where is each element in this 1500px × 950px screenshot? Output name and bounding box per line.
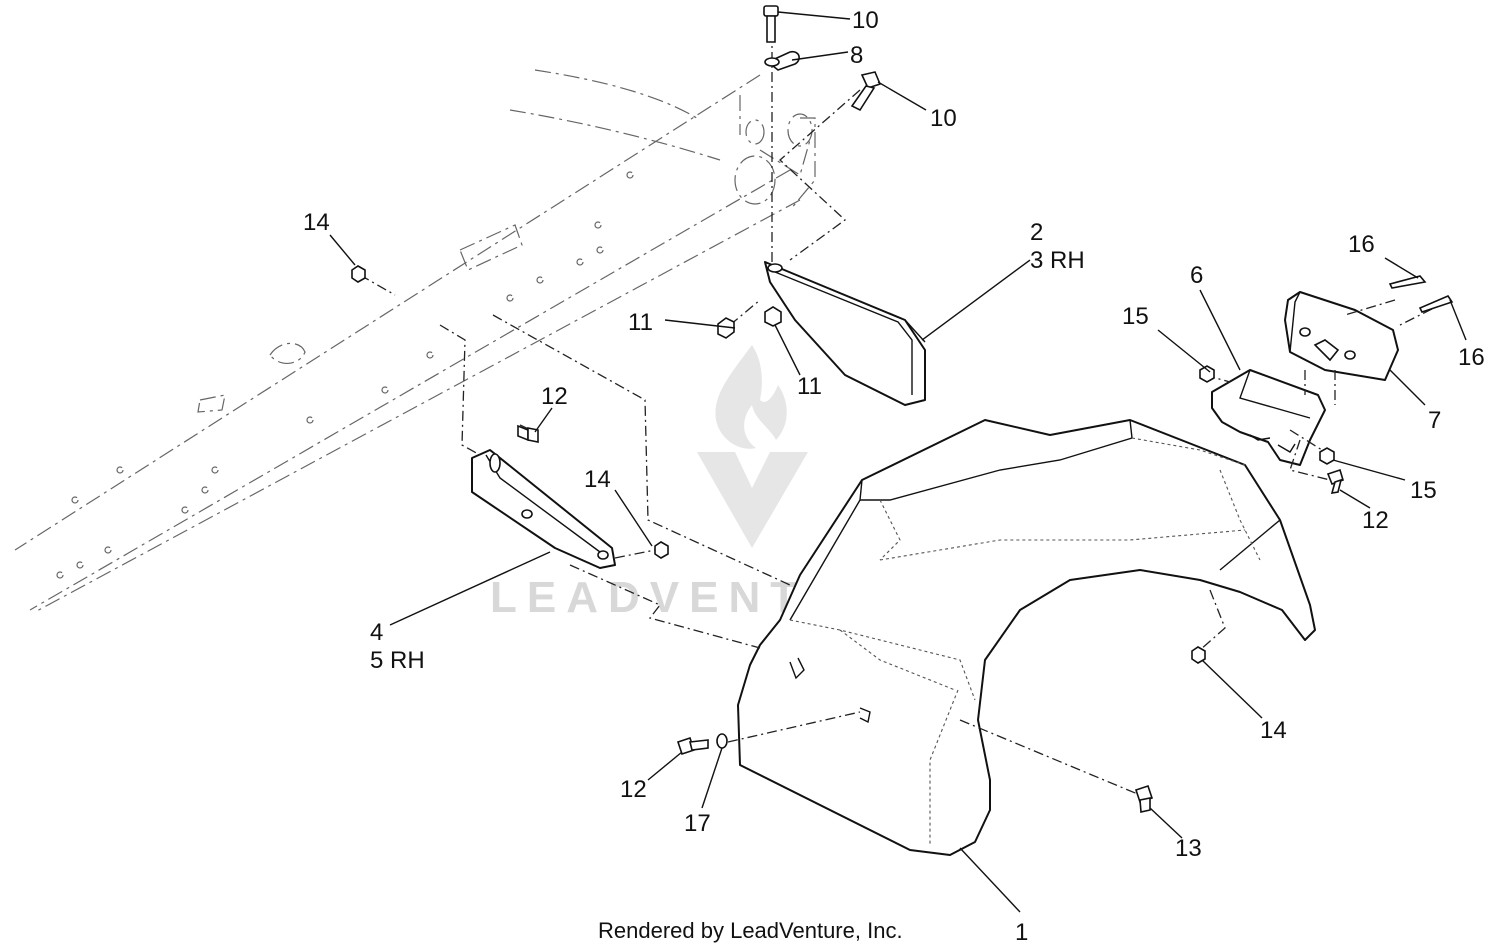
assembly-lines [359,12,1451,796]
callout-3-rh: 3 RH [1030,247,1085,274]
callout-10-side: 10 [930,105,957,132]
callout-8: 8 [850,42,863,69]
callout-5-rh: 5 RH [370,647,425,674]
screw-16-lower-icon [1418,295,1454,313]
fender-part-1 [737,419,1316,856]
callout-14-fender: 14 [1260,717,1287,744]
bolt-12-fender-icon [676,736,709,756]
bracket-part-2 [764,261,926,406]
v-logo-icon [697,452,808,548]
hardware [351,5,1454,813]
callout-12-bracket: 12 [541,383,568,410]
nut-15-upper-icon [1199,365,1215,383]
callout-10-top: 10 [852,7,879,34]
callout-16-lower: 16 [1458,344,1485,371]
callout-13: 13 [1175,835,1202,862]
bolt-12-bracket6-icon [1326,468,1344,494]
callout-12-fender: 12 [620,776,647,803]
nut-14-frame-icon [351,265,366,283]
nut-11-right-icon [764,306,782,327]
screw-16-upper-icon [1388,275,1427,289]
flame-logo-icon [715,345,787,449]
callout-1: 1 [1015,919,1028,946]
callout-6: 6 [1190,262,1203,289]
callout-15-lower: 15 [1410,477,1437,504]
nut-11-left-icon [717,317,735,339]
callout-14-frame: 14 [303,209,330,236]
leader-lines [329,11,1467,913]
bolt-12-bracket-icon [517,424,539,443]
callout-11-right: 11 [797,373,822,400]
callout-15-upper: 15 [1122,303,1149,330]
callout-12-bracket6: 12 [1362,507,1389,534]
callout-7: 7 [1428,407,1441,434]
plate-part-7 [1284,291,1399,381]
bracket-part-4 [471,449,616,569]
callout-14-bracket: 14 [584,466,611,493]
callout-4: 4 [370,619,383,646]
callout-16-upper: 16 [1348,231,1375,258]
nut-15-lower-icon [1319,447,1335,465]
nut-14-bracket-icon [654,541,669,559]
callout-2: 2 [1030,219,1043,246]
callout-labels: 10 8 10 2 3 RH 14 11 11 12 14 4 5 RH 6 1… [303,7,1485,946]
bolt-13-icon [1134,784,1154,813]
rendered-by-footer: Rendered by LeadVenture, Inc. [598,918,903,943]
bracket-part-6 [1211,369,1326,466]
clamp-8-icon [764,50,800,71]
bolt-10-top-icon [763,5,779,43]
callout-11-left: 11 [628,309,653,336]
nut-14-fender-icon [1191,646,1206,664]
washer-17-icon [716,733,728,749]
callout-17: 17 [684,810,711,837]
frame-rails [14,69,816,613]
bolt-10-side-icon [850,71,882,112]
